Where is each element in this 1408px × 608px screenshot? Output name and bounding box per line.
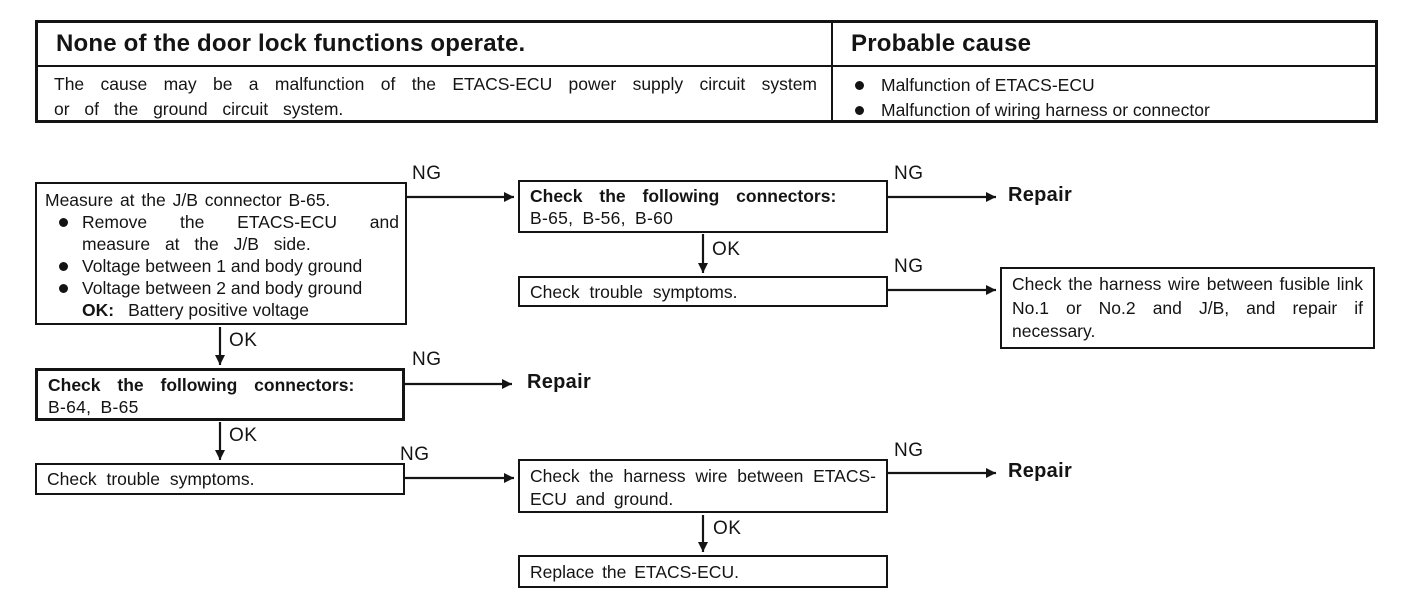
ok-label-4: OK bbox=[713, 518, 742, 539]
bullet-text: Voltage between 1 and body ground bbox=[82, 256, 363, 276]
repair-label-2: Repair bbox=[527, 371, 592, 393]
bullet-icon bbox=[855, 81, 864, 90]
step-text: Check trouble symptoms. bbox=[530, 281, 738, 302]
ok-condition-label: OK: bbox=[82, 300, 115, 320]
bullet-icon bbox=[59, 262, 68, 271]
bullet-text: Voltage between 2 and body ground bbox=[82, 278, 363, 298]
step-harness-ground-box: Check the harness wire between ETACS-ECU… bbox=[518, 459, 888, 513]
probable-cause-item: Malfunction of wiring harness or connect… bbox=[855, 98, 1365, 123]
bullet-icon bbox=[59, 218, 68, 227]
step-trouble-symptoms-top-box: Check trouble symptoms. bbox=[518, 276, 888, 307]
step-text: Check trouble symptoms. bbox=[47, 469, 255, 489]
step-text: Check the harness wire between ETACS-ECU… bbox=[530, 466, 876, 509]
probable-cause-text: Malfunction of wiring harness or connect… bbox=[881, 100, 1210, 120]
repair-label-3: Repair bbox=[1008, 460, 1073, 482]
step-connectors-top-box: Check the following connectors: B-65, B-… bbox=[518, 180, 888, 233]
repair-label-1: Repair bbox=[1008, 184, 1073, 206]
ng-label-2: NG bbox=[894, 163, 924, 184]
step-measure-bullet: Voltage between 2 and body ground bbox=[59, 277, 399, 299]
step-measure-title: Measure at the J/B connector B-65. bbox=[45, 190, 331, 210]
ng-label-1: NG bbox=[412, 163, 442, 184]
ok-condition-value: Battery positive voltage bbox=[128, 300, 310, 320]
ng-label-5: NG bbox=[400, 444, 430, 465]
ok-label-3: OK bbox=[229, 425, 258, 446]
step-replace-ecu-box: Replace the ETACS-ECU. bbox=[518, 555, 888, 588]
problem-description: The cause may be a malfunction of the ET… bbox=[38, 67, 833, 123]
bullet-icon bbox=[59, 284, 68, 293]
ok-label-2: OK bbox=[229, 330, 258, 351]
step-title: Check the following connectors: bbox=[530, 186, 837, 206]
probable-cause-text: Malfunction of ETACS-ECU bbox=[881, 75, 1095, 95]
connector-list: B-65, B-56, B-60 bbox=[530, 208, 674, 228]
step-connectors-left-box: Check the following connectors: B-64, B-… bbox=[35, 368, 405, 421]
symptom-table: None of the door lock functions operate.… bbox=[35, 20, 1378, 123]
connector-list: B-64, B-65 bbox=[48, 397, 139, 417]
ok-label-1: OK bbox=[712, 239, 741, 260]
probable-cause-list: Malfunction of ETACS-ECU Malfunction of … bbox=[833, 67, 1375, 123]
step-text: Replace the ETACS-ECU. bbox=[530, 561, 739, 582]
bullet-text: Remove the ETACS-ECU and measure at the … bbox=[82, 212, 399, 254]
step-text: Check the harness wire between fusible l… bbox=[1012, 274, 1363, 341]
bullet-icon bbox=[855, 106, 864, 115]
step-title: Check the following connectors: bbox=[48, 375, 355, 395]
step-measure-bullet: Remove the ETACS-ECU and measure at the … bbox=[59, 211, 399, 255]
probable-cause-header: Probable cause bbox=[833, 23, 1375, 67]
ng-label-6: NG bbox=[894, 440, 924, 461]
step-trouble-symptoms-left-box: Check trouble symptoms. bbox=[35, 463, 405, 495]
step-fusible-link-box: Check the harness wire between fusible l… bbox=[1000, 267, 1375, 349]
step-measure-ok-line: OK: Battery positive voltage bbox=[82, 299, 399, 321]
probable-cause-item: Malfunction of ETACS-ECU bbox=[855, 73, 1365, 98]
step-measure-box: Measure at the J/B connector B-65. Remov… bbox=[35, 182, 407, 325]
step-measure-bullet: Voltage between 1 and body ground bbox=[59, 255, 399, 277]
ng-label-4: NG bbox=[412, 349, 442, 370]
ng-label-3: NG bbox=[894, 256, 924, 277]
problem-header: None of the door lock functions operate. bbox=[38, 23, 833, 67]
